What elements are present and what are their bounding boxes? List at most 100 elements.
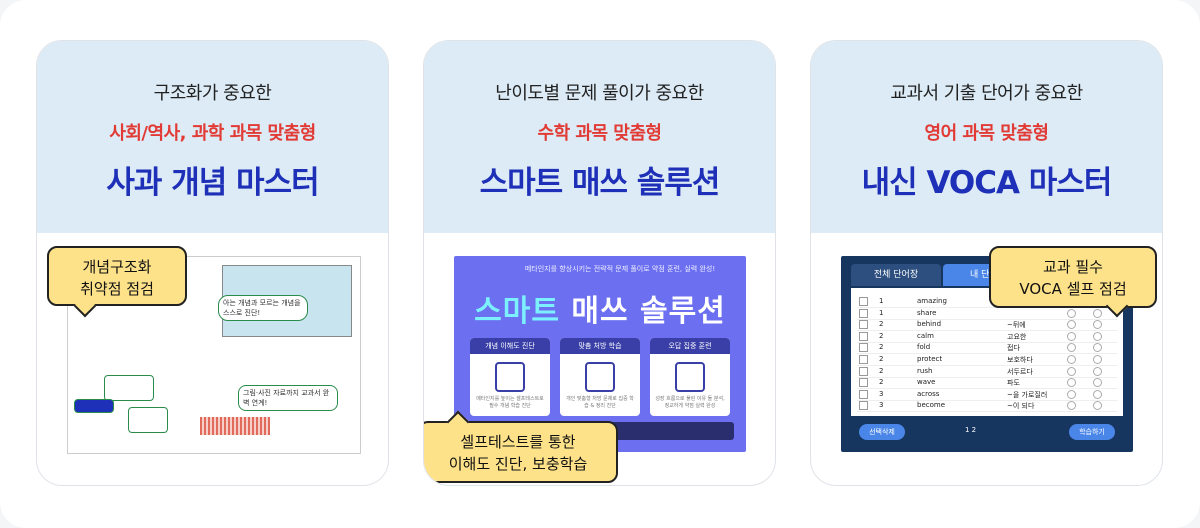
- radio: [1093, 366, 1102, 376]
- word-level: 1: [879, 297, 884, 305]
- checkbox: [859, 297, 868, 306]
- bubble-line: 이해도 진단, 보충학습: [448, 455, 588, 473]
- card-math[interactable]: 난이도별 문제 풀이가 중요한 수학 과목 맞춤형 스마트 매쓰 솔루션 메타인…: [423, 40, 776, 486]
- card-subtitle: 구조화가 중요한: [153, 83, 272, 104]
- radio: [1067, 320, 1076, 330]
- checkbox: [859, 366, 868, 376]
- feature-bubble: 셀프테스트를 통한 이해도 진단, 보충학습: [424, 410, 618, 483]
- card-title: 사과 개념 마스터: [106, 165, 319, 201]
- card-header: 난이도별 문제 풀이가 중요한 수학 과목 맞춤형 스마트 매쓰 솔루션: [424, 41, 775, 233]
- word-meaning: ~뒤에: [1007, 321, 1026, 330]
- radio: [1093, 355, 1102, 364]
- word-row: 3 become ~이 되다: [857, 400, 1117, 413]
- module-desc: 개인 맞춤형 처방 문제로 집중 학습 & 정리 진단: [566, 396, 634, 409]
- radio: [1093, 343, 1102, 353]
- checkbox: [859, 320, 868, 330]
- card-header: 교과서 기출 단어가 중요한 영어 과목 맞춤형 내신 VOCA 마스터: [811, 41, 1162, 233]
- radio: [1093, 389, 1102, 399]
- preview-node: [104, 375, 154, 401]
- delete-selected-button: 선택삭제: [859, 424, 905, 440]
- radio: [1093, 378, 1102, 388]
- word-meaning: 접다: [1007, 344, 1020, 353]
- word-row: 2 wave 파도: [857, 377, 1117, 390]
- banner-tagline: 메타인지를 향상시키는 전략적 문제 풀이로 약점 훈련, 실력 완성!: [524, 265, 716, 273]
- preview-node: [74, 399, 114, 413]
- radio: [1067, 343, 1076, 353]
- word-level: 2: [879, 355, 884, 363]
- checkbox: [859, 389, 868, 399]
- preview-node: 아는 개념과 모르는 개념을 스스로 진단!: [218, 295, 308, 321]
- card-target: 영어 과목 맞춤형: [924, 123, 1049, 144]
- word-text: wave: [917, 378, 936, 387]
- banner-title-accent: 스마트: [474, 294, 560, 329]
- radio: [1093, 401, 1102, 411]
- banner-title-rest: 매쓰 솔루션: [559, 294, 726, 329]
- card-english[interactable]: 교과서 기출 단어가 중요한 영어 과목 맞춤형 내신 VOCA 마스터 전체 …: [810, 40, 1163, 486]
- word-row: 1 share: [857, 308, 1117, 320]
- tab-all-words: 전체 단어장: [851, 264, 941, 286]
- word-meaning: 고요한: [1007, 332, 1027, 341]
- radio: [1093, 320, 1102, 330]
- card-subtitle: 난이도별 문제 풀이가 중요한: [495, 83, 704, 104]
- module-label: 개념 이해도 진단: [470, 338, 550, 354]
- word-meaning: 파도: [1007, 379, 1020, 388]
- radio: [1067, 401, 1076, 411]
- bubble-line: 개념구조화: [82, 258, 152, 276]
- card-title: 내신 VOCA 마스터: [861, 165, 1113, 201]
- module-card: 개념 이해도 진단 메타인지를 높이는 셀프테스트로 필수 개념 학습 진단: [470, 338, 550, 416]
- word-text: share: [917, 308, 937, 317]
- word-text: calm: [917, 331, 934, 340]
- radio: [1093, 308, 1102, 318]
- module-label: 오답 집중 훈련: [650, 338, 730, 354]
- radio: [1067, 366, 1076, 376]
- word-row: 2 calm 고요한: [857, 331, 1117, 343]
- module-desc: 성장 흐름으로 풀린 이유 둘 분석, 정교하게 약점 실력 완성: [655, 396, 725, 409]
- word-text: amazing: [917, 297, 947, 305]
- bubble-line: 취약점 점검: [80, 280, 154, 298]
- word-level: 3: [879, 401, 884, 410]
- word-meaning: 보호하다: [1007, 356, 1033, 364]
- chart-icon: [585, 362, 615, 392]
- word-meaning: 서두르다: [1007, 367, 1033, 376]
- word-text: become: [917, 401, 946, 410]
- word-text: rush: [917, 366, 933, 375]
- word-row: 2 rush 서두르다: [857, 366, 1117, 378]
- radio: [1093, 331, 1102, 341]
- checkbox: [859, 308, 868, 318]
- preview-node: [128, 407, 168, 433]
- card-header: 구조화가 중요한 사회/역사, 과학 과목 맞춤형 사과 개념 마스터: [37, 41, 388, 233]
- feature-bubble: 개념구조화 취약점 점검: [47, 246, 187, 318]
- diagnose-icon: [495, 362, 525, 392]
- word-text: protect: [917, 355, 943, 363]
- word-level: 2: [879, 343, 884, 352]
- checkbox: [859, 343, 868, 353]
- radio: [1067, 389, 1076, 399]
- smart-math-preview: 메타인지를 향상시키는 전략적 문제 풀이로 약점 훈련, 실력 완성! 스마트…: [454, 256, 746, 452]
- card-target: 수학 과목 맞춤형: [537, 123, 662, 144]
- word-text: behind: [917, 320, 942, 329]
- radio: [1067, 331, 1076, 341]
- word-level: 2: [879, 331, 884, 340]
- module-card: 맞춤 처방 학습 개인 맞춤형 처방 문제로 집중 학습 & 정리 진단: [560, 338, 640, 416]
- card-subtitle: 교과서 기출 단어가 중요한: [890, 83, 1083, 104]
- checkbox: [859, 331, 868, 341]
- radio: [1067, 355, 1076, 364]
- word-level: 1: [879, 308, 884, 317]
- radio: [1067, 378, 1076, 388]
- start-bar: [584, 422, 734, 440]
- word-row: 2 behind ~뒤에: [857, 319, 1117, 332]
- word-level: 2: [879, 320, 884, 329]
- banner-title: 스마트 매쓰 솔루션: [454, 286, 746, 330]
- waveform-graphic: [200, 417, 270, 435]
- word-level: 3: [879, 389, 884, 398]
- word-meaning: ~이 되다: [1007, 402, 1035, 411]
- word-level: 2: [879, 378, 884, 387]
- card-social-science[interactable]: 구조화가 중요한 사회/역사, 과학 과목 맞춤형 사과 개념 마스터 아는 개…: [36, 40, 389, 486]
- study-button: 학습하기: [1069, 424, 1115, 440]
- word-level: 2: [879, 366, 884, 375]
- module-card: 오답 집중 훈련 성장 흐름으로 풀린 이유 둘 분석, 정교하게 약점 실력 …: [650, 338, 730, 416]
- bubble-line: 셀프테스트를 통한: [460, 433, 576, 451]
- checkbox: [859, 355, 868, 364]
